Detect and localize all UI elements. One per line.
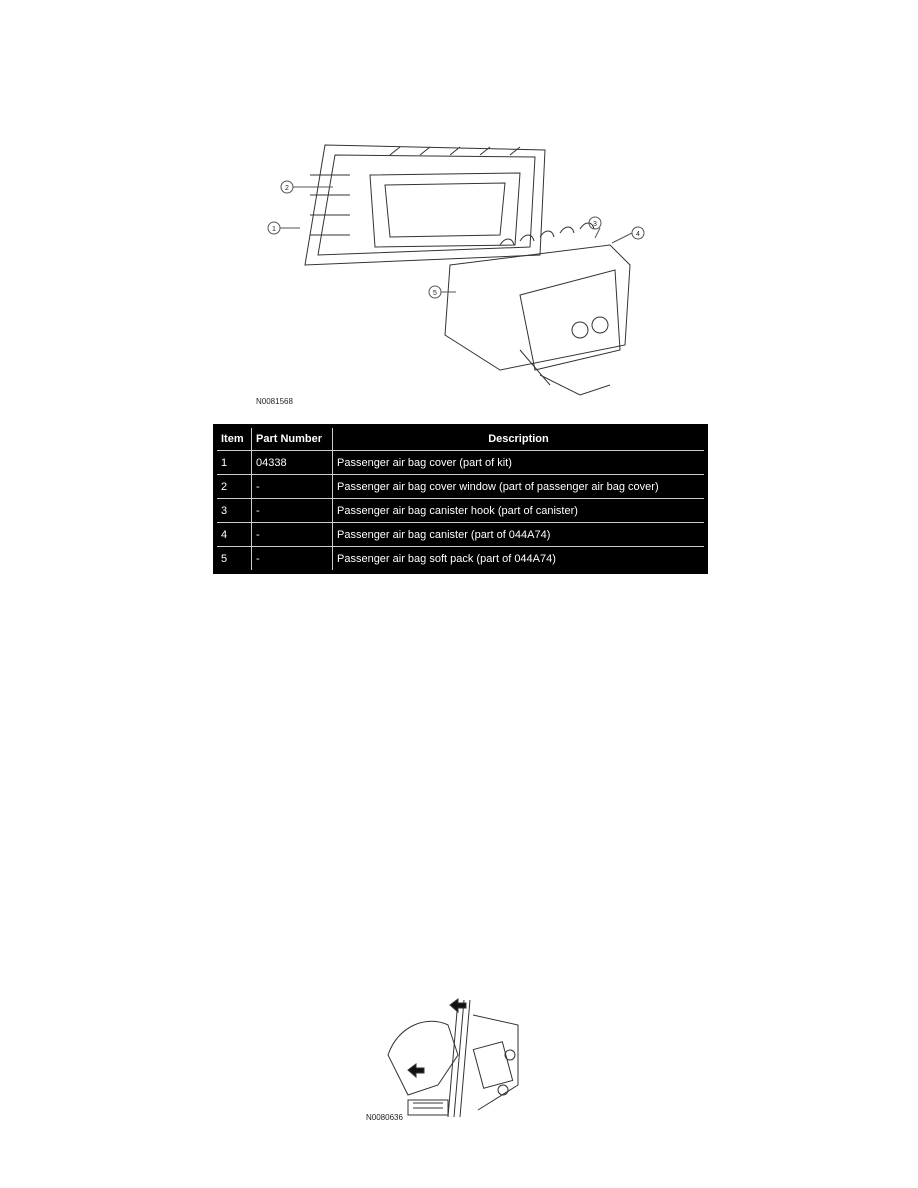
connector-disconnect-diagram <box>387 998 519 1117</box>
table-header-row: Item Part Number Description <box>215 426 706 451</box>
figure-id: N0081568 <box>256 397 293 406</box>
cell-item: 4 <box>215 522 252 547</box>
cell-description: Passenger air bag canister (part of 044A… <box>332 522 706 547</box>
header-part-number: Part Number <box>251 426 333 451</box>
cell-description: Passenger air bag canister hook (part of… <box>332 498 706 523</box>
cell-part-number: - <box>251 474 333 499</box>
table-row: 5-Passenger air bag soft pack (part of 0… <box>215 546 706 572</box>
cell-part-number: - <box>251 498 333 523</box>
callout-4: 4 <box>636 231 640 238</box>
header-item: Item <box>215 426 252 451</box>
cell-part-number: - <box>251 546 333 572</box>
cell-item: 2 <box>215 474 252 499</box>
callout-1: 1 <box>272 226 276 233</box>
cell-part-number: 04338 <box>251 450 333 475</box>
table-row: 4-Passenger air bag canister (part of 04… <box>215 522 706 547</box>
table-row: 3-Passenger air bag canister hook (part … <box>215 498 706 523</box>
cell-part-number: - <box>251 522 333 547</box>
cell-description: Passenger air bag cover (part of kit) <box>332 450 706 475</box>
callout-5: 5 <box>433 290 437 297</box>
header-description: Description <box>332 426 706 451</box>
cell-description: Passenger air bag soft pack (part of 044… <box>332 546 706 572</box>
cell-item: 3 <box>215 498 252 523</box>
callout-2: 2 <box>285 185 289 192</box>
cell-description: Passenger air bag cover window (part of … <box>332 474 706 499</box>
table-row: 2-Passenger air bag cover window (part o… <box>215 474 706 499</box>
figure-id-2: N0080636 <box>366 1113 403 1122</box>
callout-3: 3 <box>593 221 597 228</box>
air-bag-exploded-diagram: 1 2 3 4 5 <box>267 144 645 396</box>
cell-item: 1 <box>215 450 252 475</box>
cell-item: 5 <box>215 546 252 572</box>
